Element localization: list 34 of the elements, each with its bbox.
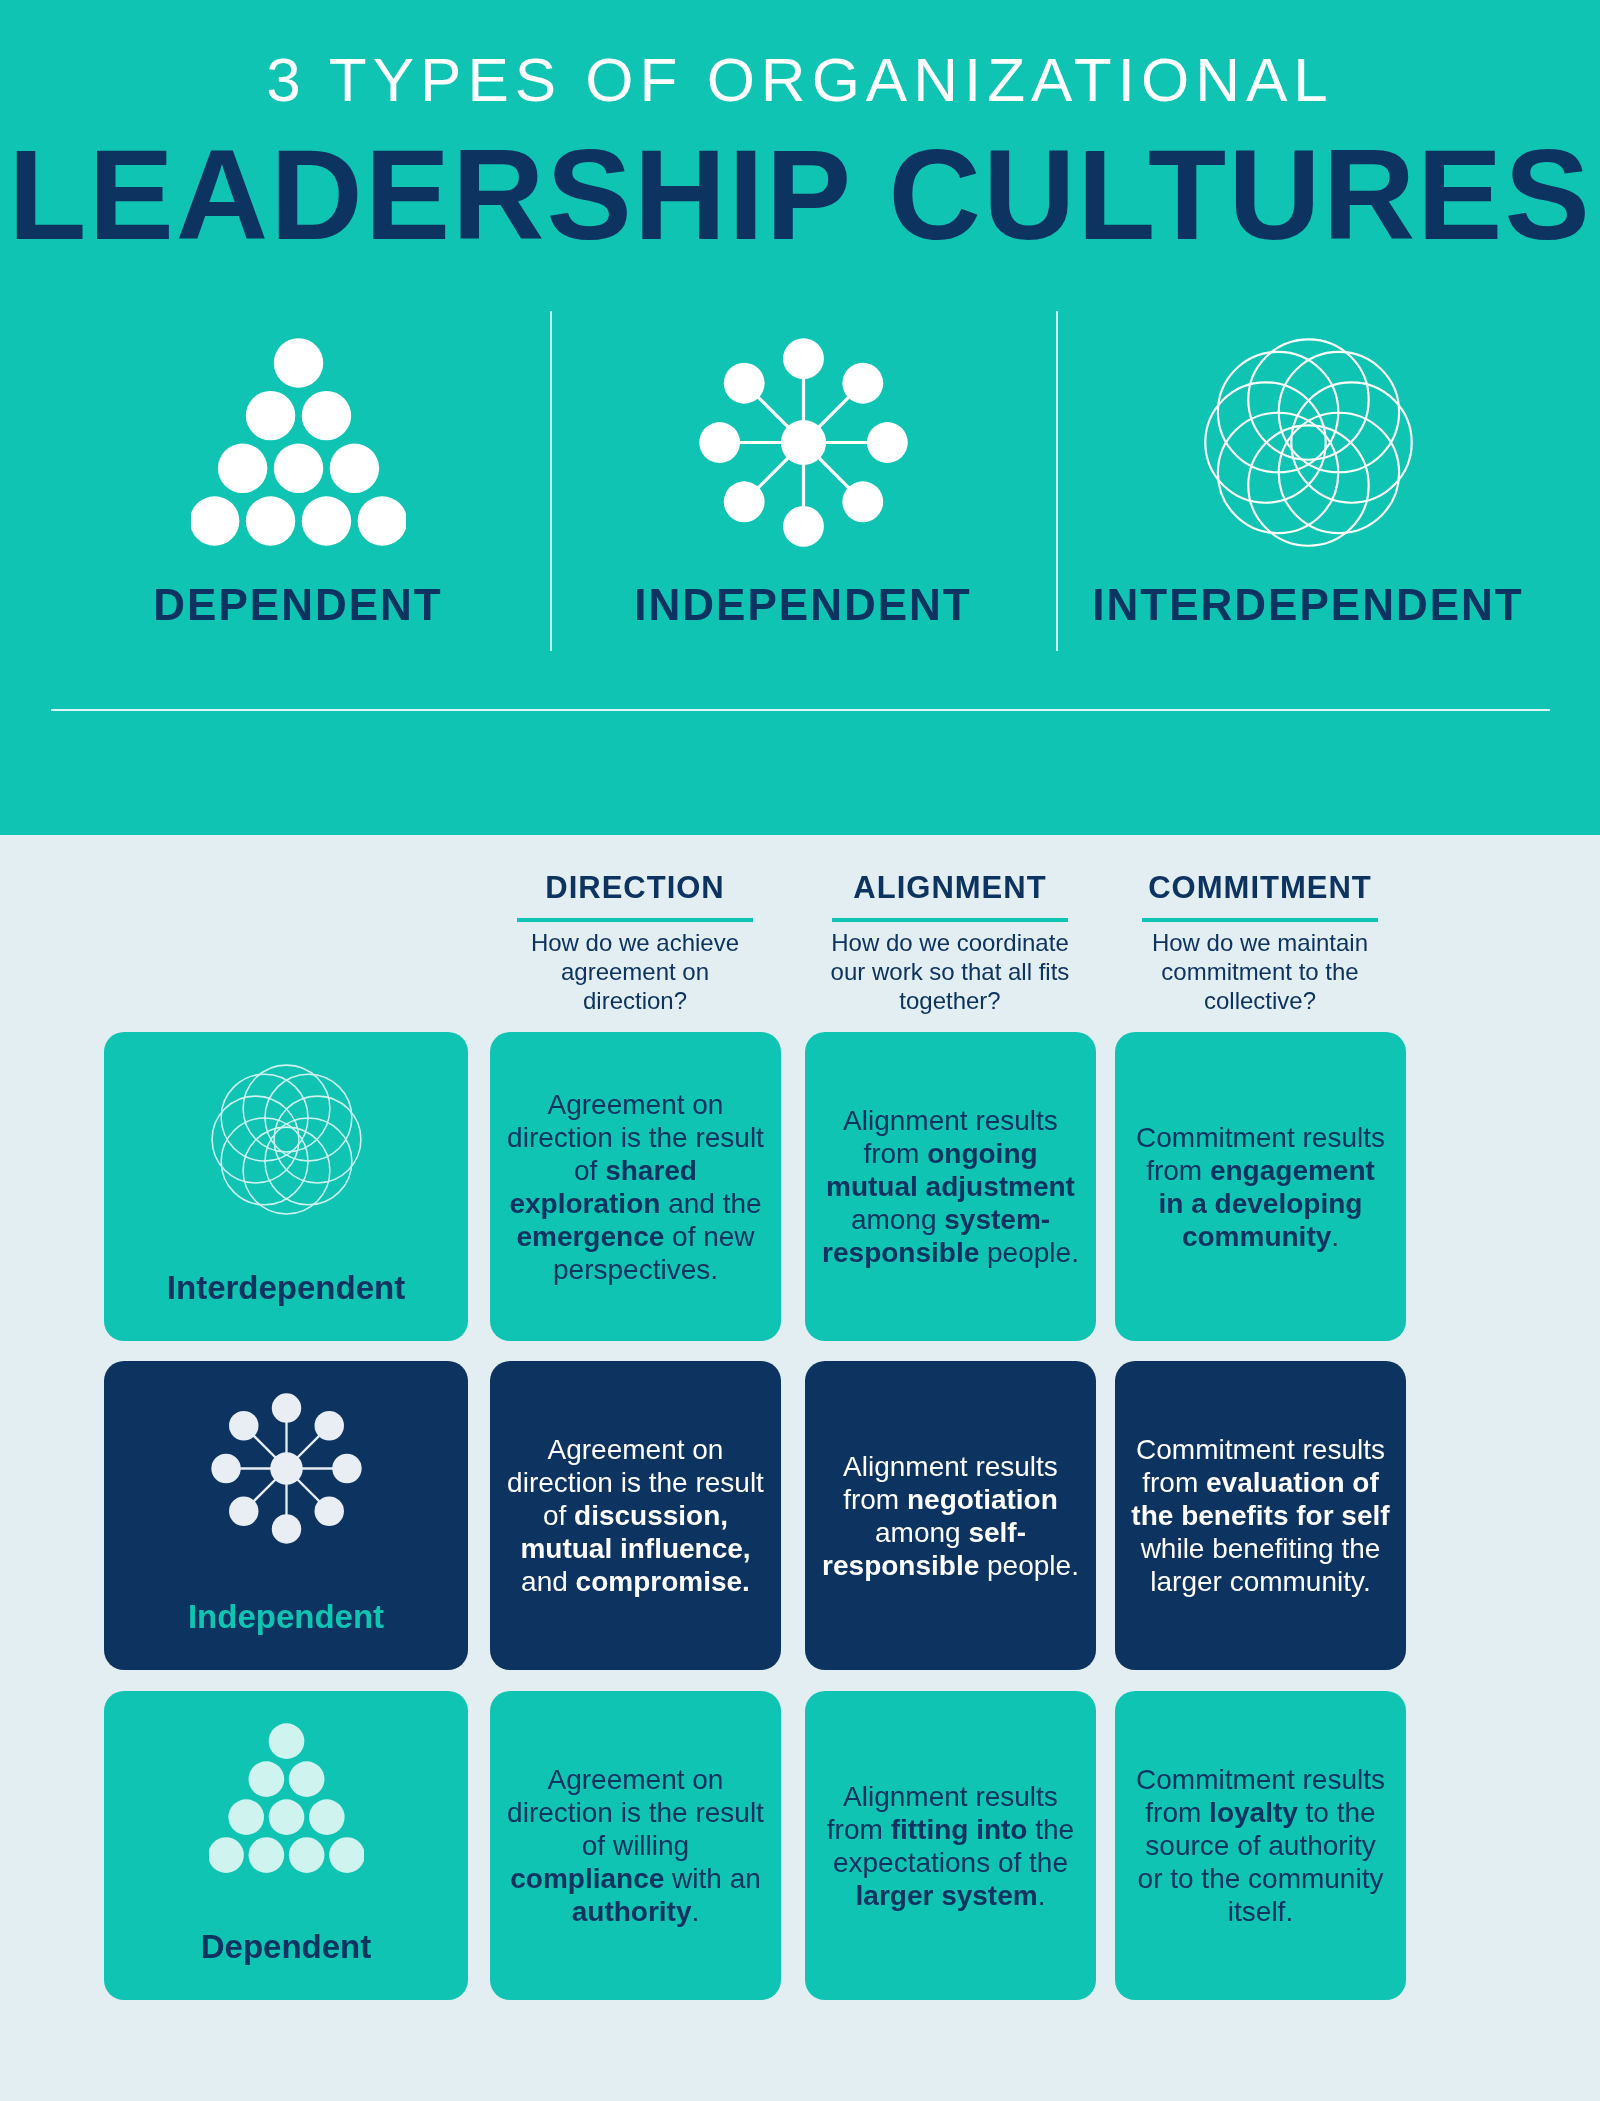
column-header: COMMITMENT bbox=[1147, 869, 1373, 907]
text-card bbox=[1115, 1361, 1406, 1670]
row-label: Dependent bbox=[200, 1928, 372, 1966]
card-text: Alignment results from fitting into the expectations of the larger system. bbox=[825, 1779, 1076, 1912]
title: 3 TYPES OF ORGANIZATIONAL LEADERSHIP CULTURES bbox=[7, 44, 1593, 268]
category-label: INDEPENDENT bbox=[633, 580, 973, 630]
card-text: Agreement on direction is the result of discussion, mutual influence, and compromise. bbox=[506, 1433, 765, 1598]
card-text: Alignment results from ongoing mutual adjustment among system-responsible people. bbox=[821, 1104, 1080, 1269]
card-text: Agreement on direction is the result of shared exploration and the emergence of new perspectives. bbox=[506, 1087, 765, 1286]
text-card bbox=[1115, 1032, 1406, 1341]
row-header-card bbox=[104, 1691, 468, 2000]
text-card bbox=[490, 1361, 781, 1670]
text-card bbox=[490, 1691, 781, 2000]
text-card bbox=[490, 1032, 781, 1341]
column-question: How do we maintain commitment to the collective? bbox=[1150, 928, 1370, 1015]
row-label: Independent bbox=[187, 1598, 385, 1636]
row-label: Interdependent bbox=[166, 1269, 406, 1307]
card-text: Commitment results from evaluation of the benefits for self while benefiting the larger community. bbox=[1131, 1433, 1390, 1598]
card-text: Alignment results from negotiation among self-responsible people. bbox=[821, 1449, 1080, 1582]
card-text: Commitment results from engagement in a developing community. bbox=[1135, 1120, 1386, 1253]
card-text: Agreement on direction is the result of willing compliance with an authority. bbox=[506, 1763, 765, 1928]
text-card bbox=[805, 1032, 1096, 1341]
card-text: Commitment results from loyalty to the source of authority or to the community itself. bbox=[1135, 1763, 1386, 1928]
column-header: ALIGNMENT bbox=[852, 869, 1048, 907]
category-label: DEPENDENT bbox=[152, 580, 444, 630]
row-header-card bbox=[104, 1361, 468, 1670]
category-label: INTERDEPENDENT bbox=[1091, 580, 1525, 630]
column-header: DIRECTION bbox=[544, 869, 726, 907]
text-card bbox=[1115, 1691, 1406, 2000]
text-card bbox=[805, 1691, 1096, 2000]
row-header-card bbox=[104, 1032, 468, 1341]
column-question: How do we coordinate our work so that all fits together? bbox=[829, 928, 1071, 1015]
text-card bbox=[805, 1361, 1096, 1670]
column-question: How do we achieve agreement on direction? bbox=[529, 928, 741, 1015]
